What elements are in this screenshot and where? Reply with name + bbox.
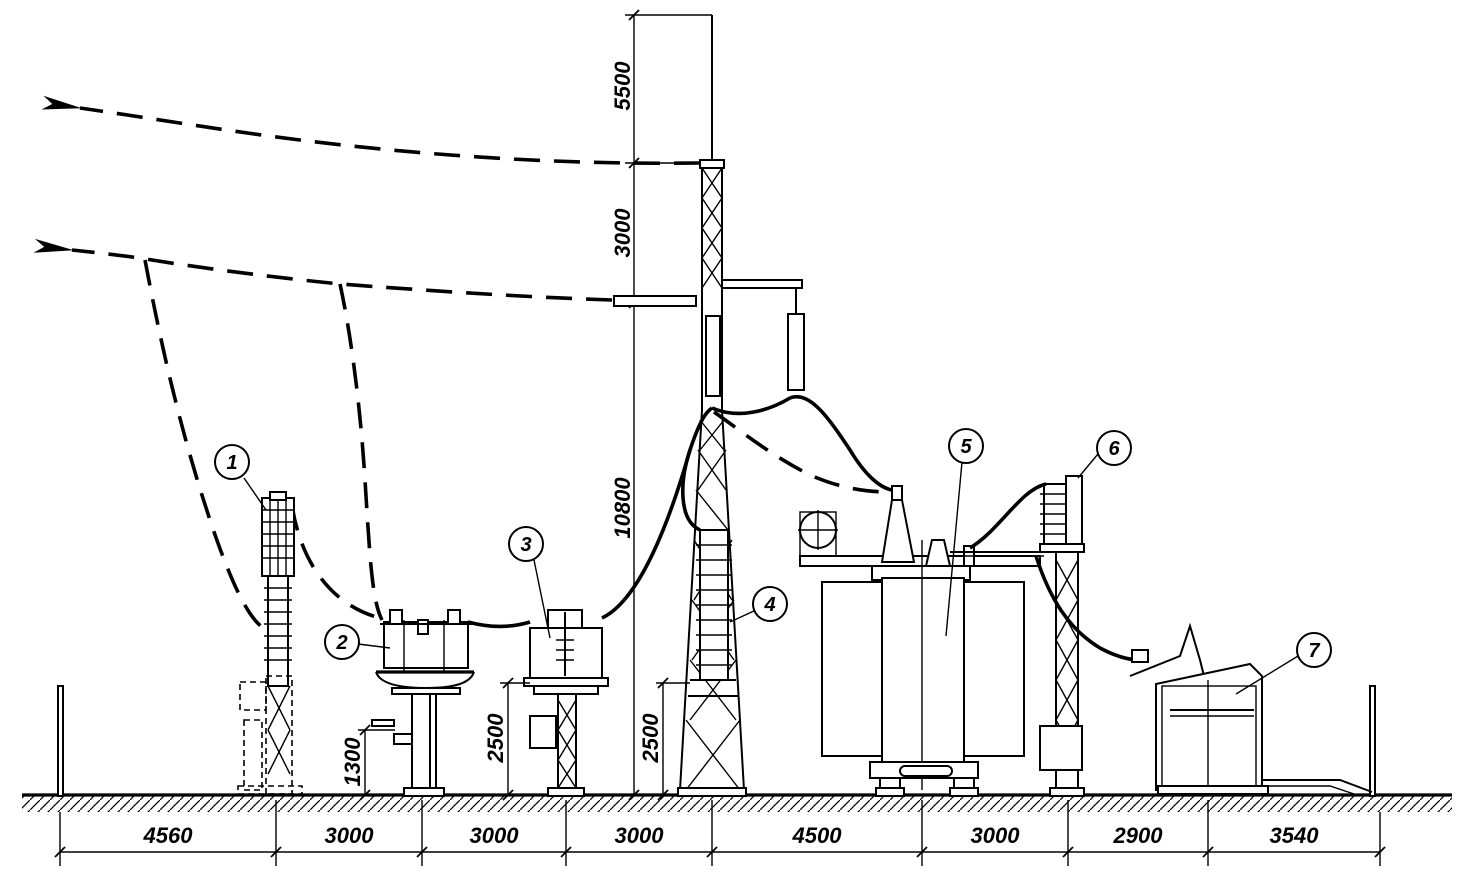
callout-7: 7 (1308, 640, 1320, 662)
disconnector-2: 1300 (340, 609, 475, 801)
callout-3: 3 (520, 534, 531, 556)
transformer-5 (798, 485, 1041, 797)
dim-top-mast: 5500 (610, 61, 635, 111)
breaker-3: 2500 (483, 609, 609, 801)
callout-4: 4 (763, 594, 775, 616)
arrester-6 (950, 475, 1085, 797)
wire-transformer-arrester (969, 482, 1047, 550)
dim-main-height: 10800 (610, 477, 635, 539)
wire-tower-insulator (681, 449, 701, 532)
main-tower: 2500 (638, 159, 805, 801)
dim-bottom-6: 3000 (971, 823, 1021, 848)
dim-bottom-2: 3000 (325, 823, 375, 848)
incoming-lines (33, 95, 701, 632)
arrester-1 (237, 491, 303, 795)
dim-bottom-7: 2900 (1113, 823, 1164, 848)
dim-support-low: 1300 (340, 737, 365, 787)
fence-posts (57, 685, 1376, 797)
callout-2: 2 (335, 632, 347, 654)
ground (22, 793, 1452, 812)
vertical-dimension-mast: 5500 3000 10800 (610, 9, 712, 801)
dim-bottom-4: 3000 (615, 823, 665, 848)
callout-5: 5 (960, 436, 972, 458)
wire-3-tower (601, 406, 714, 620)
wire-2-3 (467, 620, 531, 629)
dim-bottom-5: 4500 (792, 823, 843, 848)
callouts: 1 2 3 4 5 6 7 (214, 428, 1332, 695)
wire-arrester-7 (1034, 555, 1141, 662)
dim-support-tower: 2500 (638, 713, 663, 764)
cabinet-7 (1129, 622, 1373, 797)
dim-upper-span: 3000 (610, 208, 635, 258)
callout-1: 1 (226, 452, 237, 474)
wire-tower-transformer (711, 394, 893, 492)
callout-6: 6 (1108, 438, 1120, 460)
dim-bottom-8: 3540 (1270, 823, 1320, 848)
bottom-dimension-chain: 4560 3000 3000 3000 4500 3000 2900 3540 (54, 800, 1386, 866)
dim-support-mid: 2500 (483, 713, 508, 764)
dashed-wire-tower-transformer (712, 410, 891, 494)
dim-bottom-1: 4560 (143, 823, 194, 848)
dim-bottom-3: 3000 (470, 823, 520, 848)
